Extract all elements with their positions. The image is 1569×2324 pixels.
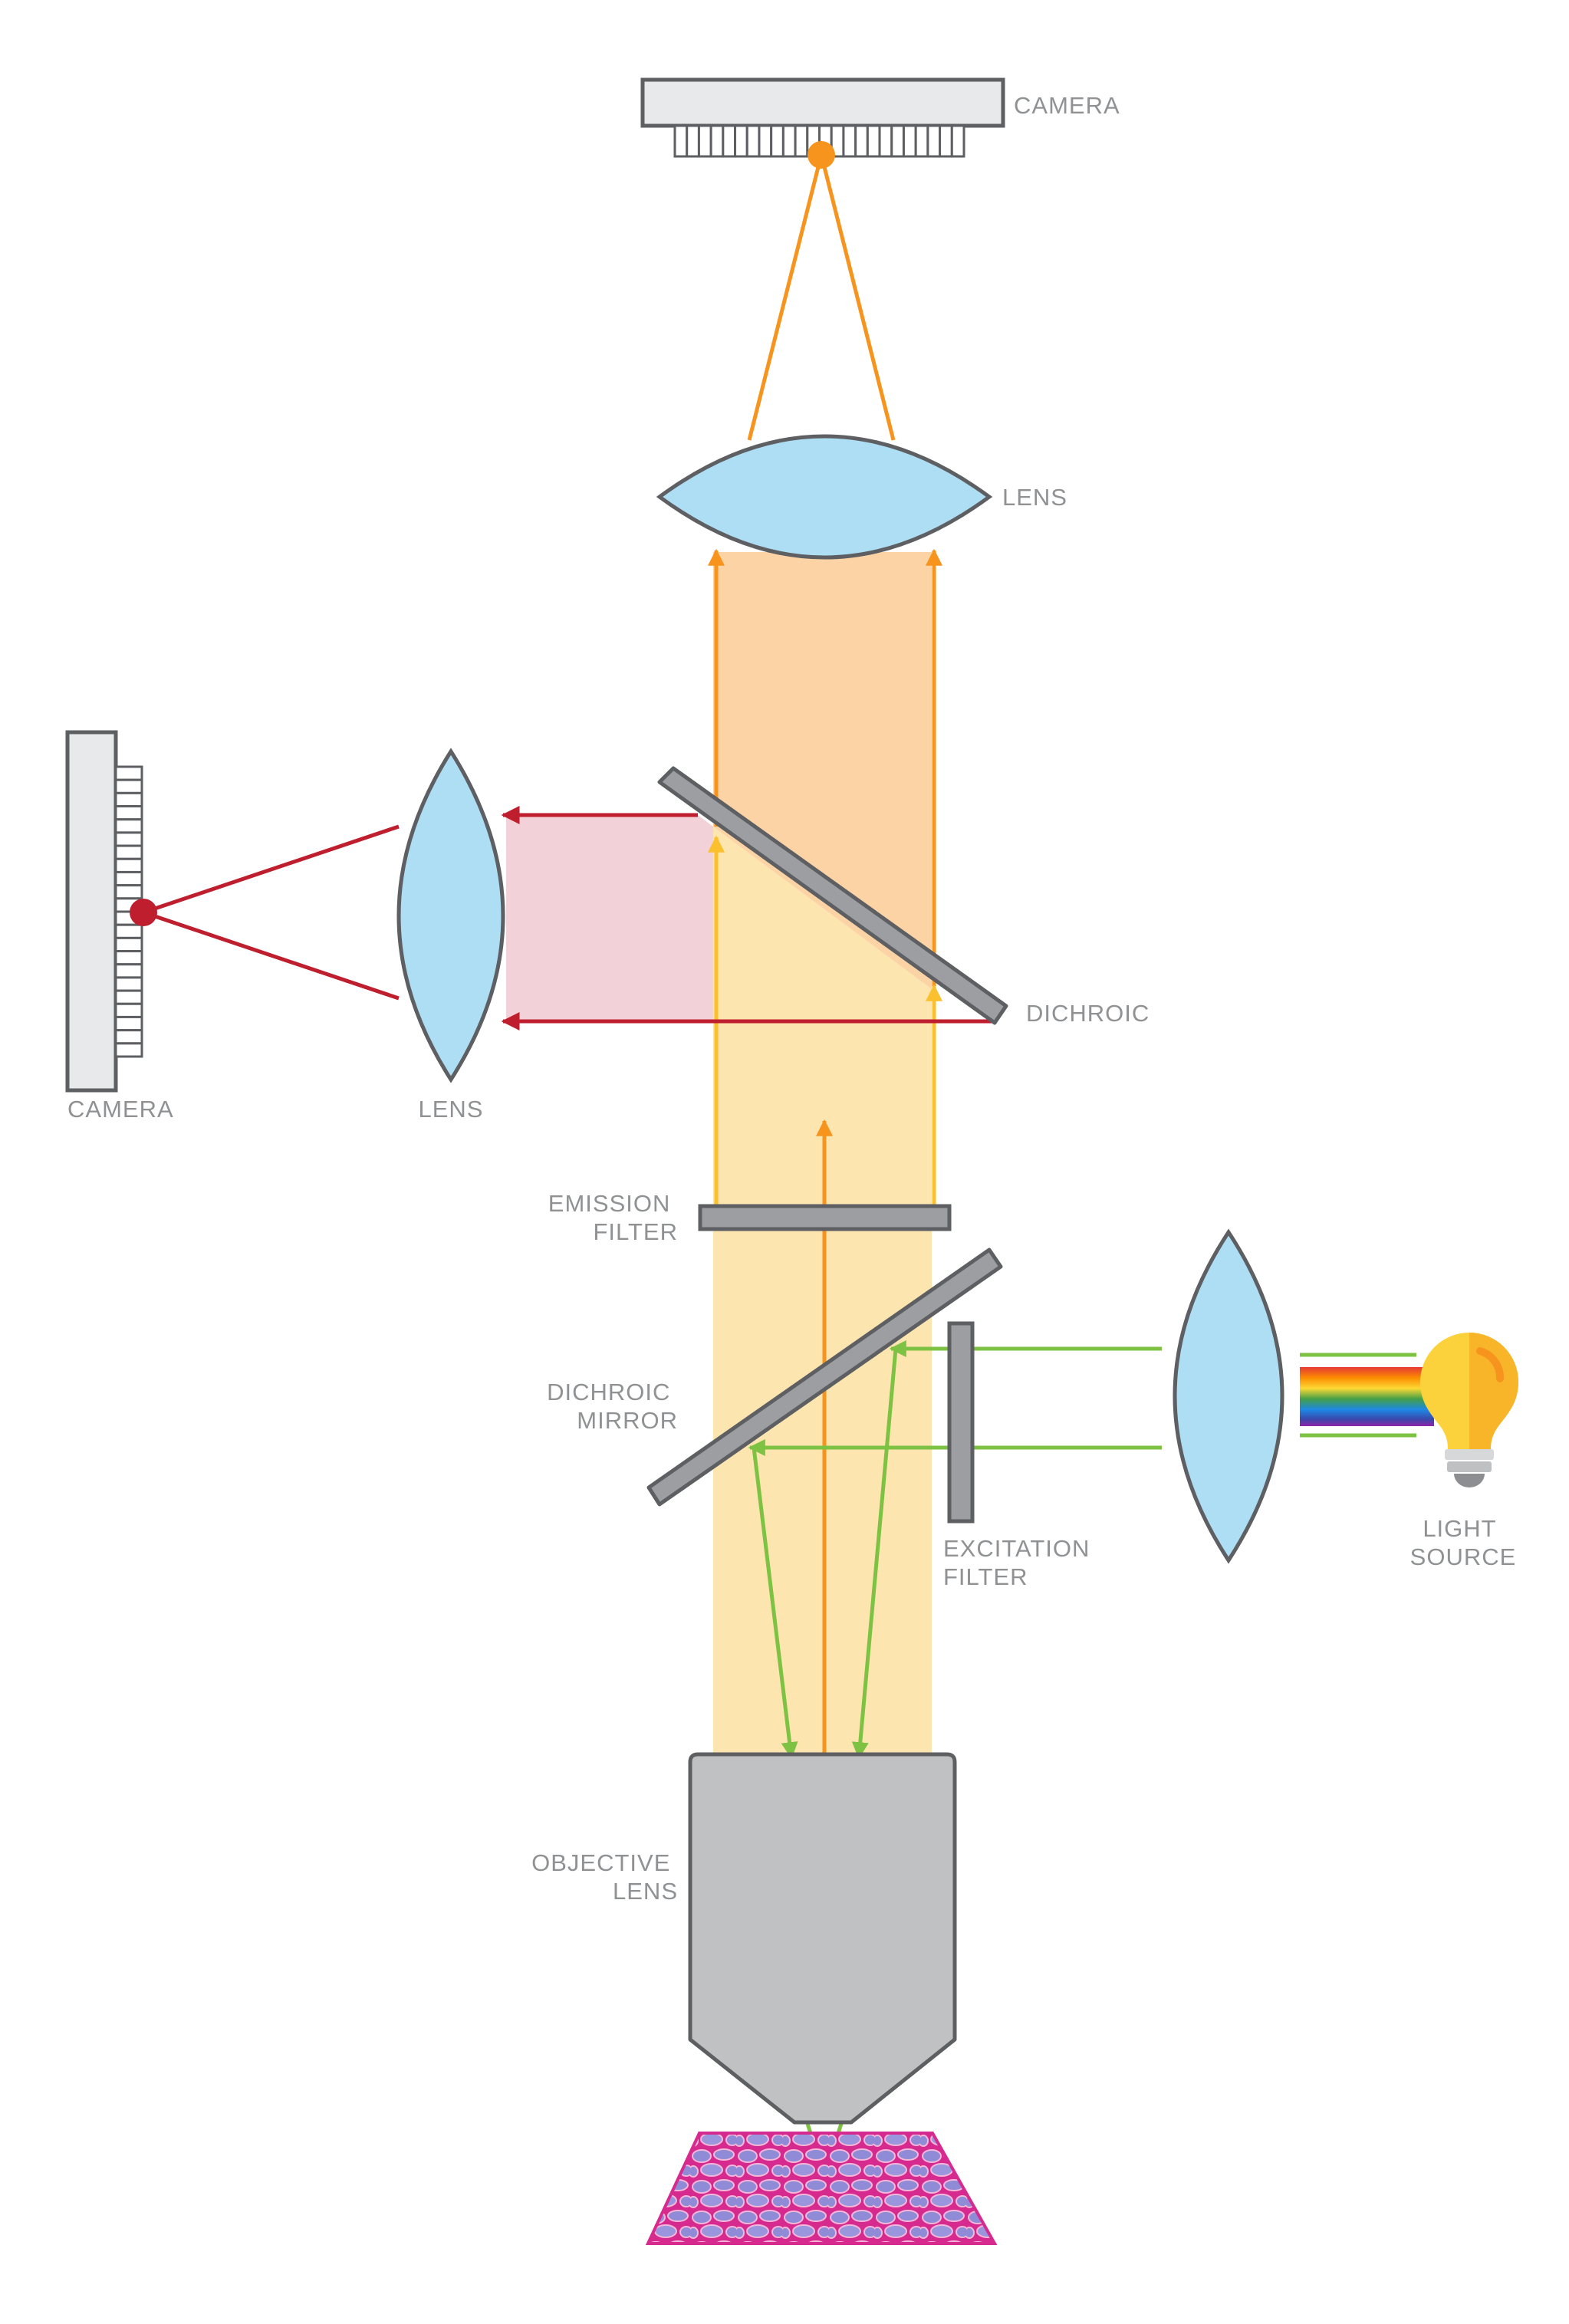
camera-top-pixel bbox=[890, 124, 905, 158]
objective-lens bbox=[688, 1752, 957, 2125]
camera-left-pixel bbox=[114, 765, 143, 781]
orange-rays-up bbox=[708, 548, 942, 989]
camera-top-pixel bbox=[926, 124, 942, 158]
tissue-sample-icon bbox=[645, 2132, 998, 2245]
excitation-filter bbox=[947, 1321, 975, 1524]
camera-left-pixel bbox=[114, 1029, 143, 1045]
excitation-filter-label-line-1: EXCITATION bbox=[943, 1535, 1090, 1562]
orange-focus-lines bbox=[747, 154, 896, 441]
camera-left bbox=[65, 730, 157, 1093]
camera-top-pixel bbox=[709, 124, 725, 158]
labels: CAMERA LENS CAMERA LENS DICHROIC EMISSIO… bbox=[67, 92, 1517, 1905]
red-focus-lines bbox=[143, 824, 400, 1001]
camera-left-pixel bbox=[114, 1015, 143, 1032]
camera-left-pixel bbox=[114, 884, 143, 900]
dichroic-mirror bbox=[646, 1247, 1003, 1507]
camera-left-pixel bbox=[114, 1002, 143, 1018]
camera-left-pixel bbox=[114, 831, 143, 847]
camera-left-label: CAMERA bbox=[67, 1096, 174, 1123]
camera-left-pixel bbox=[114, 870, 143, 887]
camera-top-pixels bbox=[673, 124, 965, 158]
camera-left-pixel bbox=[114, 778, 143, 794]
camera-top bbox=[640, 77, 1005, 169]
camera-left-pixel bbox=[114, 844, 143, 860]
camera-top-pixel bbox=[781, 124, 797, 158]
camera-top-pixel bbox=[745, 124, 761, 158]
camera-top-pixel bbox=[842, 124, 857, 158]
camera-left-pixel bbox=[114, 989, 143, 1005]
camera-top-pixel bbox=[734, 124, 748, 158]
camera-sensor-icon bbox=[65, 730, 118, 1093]
lens-right bbox=[1173, 1228, 1284, 1564]
lens-top bbox=[656, 434, 993, 560]
dichroic-mirror-label-line-1: DICHROIC bbox=[547, 1379, 670, 1405]
dichroic-mirror-label-line-2: MIRROR bbox=[577, 1407, 678, 1434]
camera-left-pixel bbox=[114, 1042, 143, 1058]
dichroic-label: DICHROIC bbox=[1026, 1000, 1150, 1027]
objective-lens-label: OBJECTIVE LENS bbox=[531, 1849, 678, 1905]
excitation-filter-label-line-2: FILTER bbox=[943, 1563, 1028, 1590]
camera-top-pixel bbox=[686, 124, 700, 158]
objective-lens-label-line-1: OBJECTIVE bbox=[531, 1849, 670, 1876]
red-reflected-rays bbox=[501, 806, 997, 1031]
rainbow-light-fill bbox=[1300, 1367, 1434, 1426]
camera-top-pixel bbox=[878, 124, 893, 158]
excitation-filter-label: EXCITATION FILTER bbox=[943, 1535, 1097, 1590]
camera-left-pixel bbox=[114, 791, 143, 808]
camera-top-pixel bbox=[673, 124, 689, 158]
camera-top-pixel bbox=[914, 124, 929, 158]
camera-left-pixel bbox=[114, 936, 143, 953]
camera-left-pixel bbox=[114, 818, 143, 834]
orange-emission-fill bbox=[713, 552, 932, 989]
camera-top-pixel bbox=[902, 124, 917, 158]
emission-filter-label: EMISSION FILTER bbox=[548, 1190, 678, 1245]
light-source-label-line-1: LIGHT bbox=[1423, 1515, 1496, 1542]
camera-left-pixel bbox=[114, 963, 143, 979]
camera-left-pixel bbox=[114, 923, 143, 939]
camera-top-label: CAMERA bbox=[1014, 92, 1120, 119]
camera-top-pixel bbox=[770, 124, 784, 158]
lens-top-label: LENS bbox=[1002, 484, 1067, 511]
camera-top-pixel bbox=[697, 124, 712, 158]
dichroic-upper bbox=[657, 766, 1008, 1025]
objective-lens-label-line-2: LENS bbox=[613, 1878, 678, 1905]
camera-top-pixel bbox=[854, 124, 869, 158]
lens-left-label: LENS bbox=[419, 1096, 484, 1123]
yellow-rays-up bbox=[708, 835, 942, 1210]
light-bulb-icon bbox=[1420, 1333, 1518, 1487]
camera-top-pixel bbox=[758, 124, 773, 158]
camera-top-pixel bbox=[794, 124, 809, 158]
camera-top-pixel bbox=[722, 124, 737, 158]
light-source-label: LIGHT SOURCE bbox=[1410, 1515, 1517, 1570]
camera-left-pixel bbox=[114, 857, 143, 873]
emission-filter-label-line-1: EMISSION bbox=[548, 1190, 671, 1217]
emission-filter-label-line-2: FILTER bbox=[594, 1218, 679, 1245]
camera-left-pixel bbox=[114, 976, 143, 992]
camera-sensor-icon bbox=[640, 77, 1005, 128]
lens-left bbox=[396, 748, 505, 1083]
camera-left-pixel bbox=[114, 805, 143, 821]
light-source-label-line-2: SOURCE bbox=[1410, 1543, 1517, 1570]
camera-top-pixel bbox=[939, 124, 953, 158]
camera-left-pixels bbox=[114, 765, 143, 1058]
dichroic-mirror-label: DICHROIC MIRROR bbox=[547, 1379, 678, 1434]
camera-top-pixel bbox=[950, 124, 965, 158]
camera-left-pixel bbox=[114, 950, 143, 966]
camera-top-pixel bbox=[866, 124, 881, 158]
emission-filter bbox=[698, 1204, 952, 1231]
red-reflected-fill bbox=[506, 815, 713, 1020]
